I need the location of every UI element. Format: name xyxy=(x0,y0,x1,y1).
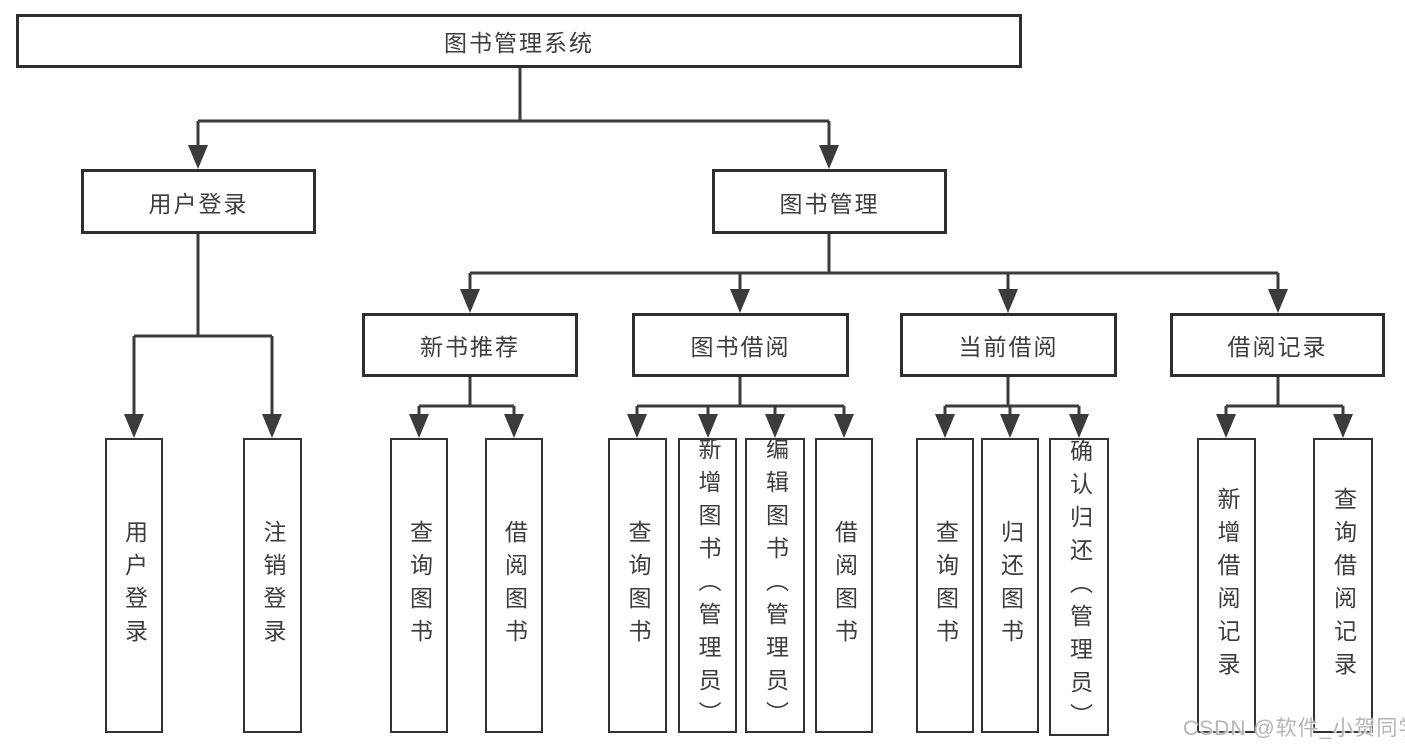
node-borrow-records: 借阅记录 xyxy=(1170,313,1385,377)
csdn-watermark: CSDN @软件_小贺同学 xyxy=(1183,717,1405,740)
leaf-recommend-query-book-label: 查询图书 xyxy=(406,519,433,652)
node-book-management-label: 图书管理 xyxy=(779,190,880,217)
leaf-borrow-add-book-admin: 新增图书（管理员） xyxy=(678,437,737,734)
leaf-borrow-add-book-admin-label: 新增图书（管理员） xyxy=(695,437,721,734)
leaf-borrow-borrow-book: 借阅图书 xyxy=(815,438,873,733)
node-root-label: 图书管理系统 xyxy=(444,30,594,56)
leaf-current-return-book: 归还图书 xyxy=(981,438,1039,733)
node-book-management: 图书管理 xyxy=(712,169,947,234)
node-root: 图书管理系统 xyxy=(16,14,1022,68)
node-new-book-recommend-label: 新书推荐 xyxy=(420,334,520,360)
connector-management-to-level3 xyxy=(468,234,1280,295)
node-book-borrow: 图书借阅 xyxy=(632,313,849,377)
leaf-current-confirm-return-admin-label: 确认归还（管理员） xyxy=(1066,438,1093,736)
node-current-borrow: 当前借阅 xyxy=(900,313,1117,377)
arrow-icon xyxy=(935,414,955,438)
node-book-borrow-label: 图书借阅 xyxy=(690,334,791,360)
connector-records-to-leaves xyxy=(1224,377,1345,420)
leaf-records-query-record: 查询借阅记录 xyxy=(1313,438,1373,733)
leaf-records-add-record: 新增借阅记录 xyxy=(1197,438,1256,733)
leaf-records-query-record-label: 查询借阅记录 xyxy=(1330,486,1357,685)
leaf-current-query-book-label: 查询图书 xyxy=(932,519,959,652)
leaf-current-query-book: 查询图书 xyxy=(916,438,974,733)
leaf-borrow-borrow-book-label: 借阅图书 xyxy=(831,519,858,652)
arrow-icon xyxy=(1000,414,1020,438)
connector-recommend-to-leaves xyxy=(417,377,516,420)
arrow-icon xyxy=(1333,414,1353,438)
leaf-user-login: 用户登录 xyxy=(105,438,163,733)
arrow-icon xyxy=(1216,414,1236,438)
leaf-borrow-query-book-label: 查询图书 xyxy=(625,519,651,652)
arrow-icon xyxy=(124,414,144,438)
arrow-icon xyxy=(262,414,282,438)
arrow-icon xyxy=(819,145,839,169)
arrow-icon xyxy=(730,289,750,313)
node-borrow-records-label: 借阅记录 xyxy=(1227,334,1328,360)
leaf-user-login-label: 用户登录 xyxy=(121,519,148,652)
leaf-records-add-record-label: 新增借阅记录 xyxy=(1214,486,1240,685)
node-current-borrow-label: 当前借阅 xyxy=(958,334,1059,360)
node-user-login: 用户登录 xyxy=(81,169,316,234)
connector-current-to-leaves xyxy=(943,377,1081,420)
arrow-icon xyxy=(504,414,524,438)
arrow-icon xyxy=(627,414,647,438)
leaf-logout-login: 注销登录 xyxy=(243,438,302,733)
leaf-recommend-borrow-book: 借阅图书 xyxy=(485,438,543,733)
leaf-recommend-query-book: 查询图书 xyxy=(390,438,448,733)
arrow-icon xyxy=(460,289,480,313)
arrowheads xyxy=(124,145,1353,438)
connector-borrow-to-leaves xyxy=(635,377,846,420)
leaf-borrow-edit-book-admin: 编辑图书（管理员） xyxy=(745,437,805,734)
arrow-icon xyxy=(188,145,208,169)
arrow-icon xyxy=(834,414,854,438)
node-user-login-label: 用户登录 xyxy=(148,190,249,217)
connector-root-to-level2 xyxy=(196,68,831,151)
leaf-borrow-query-book: 查询图书 xyxy=(608,438,667,733)
arrow-icon xyxy=(998,289,1018,313)
arrow-icon xyxy=(1069,414,1089,438)
connector-login-to-leaves xyxy=(132,234,274,420)
leaf-borrow-edit-book-admin-label: 编辑图书（管理员） xyxy=(762,437,789,734)
arrow-icon xyxy=(409,414,429,438)
leaf-current-return-book-label: 归还图书 xyxy=(997,519,1024,652)
arrow-icon xyxy=(1268,289,1288,313)
leaf-logout-login-label: 注销登录 xyxy=(260,519,286,652)
leaf-recommend-borrow-book-label: 借阅图书 xyxy=(501,519,528,652)
node-new-book-recommend: 新书推荐 xyxy=(362,313,578,377)
leaf-current-confirm-return-admin: 确认归还（管理员） xyxy=(1049,438,1109,736)
arrow-icon xyxy=(765,414,785,438)
arrow-icon xyxy=(698,414,718,438)
